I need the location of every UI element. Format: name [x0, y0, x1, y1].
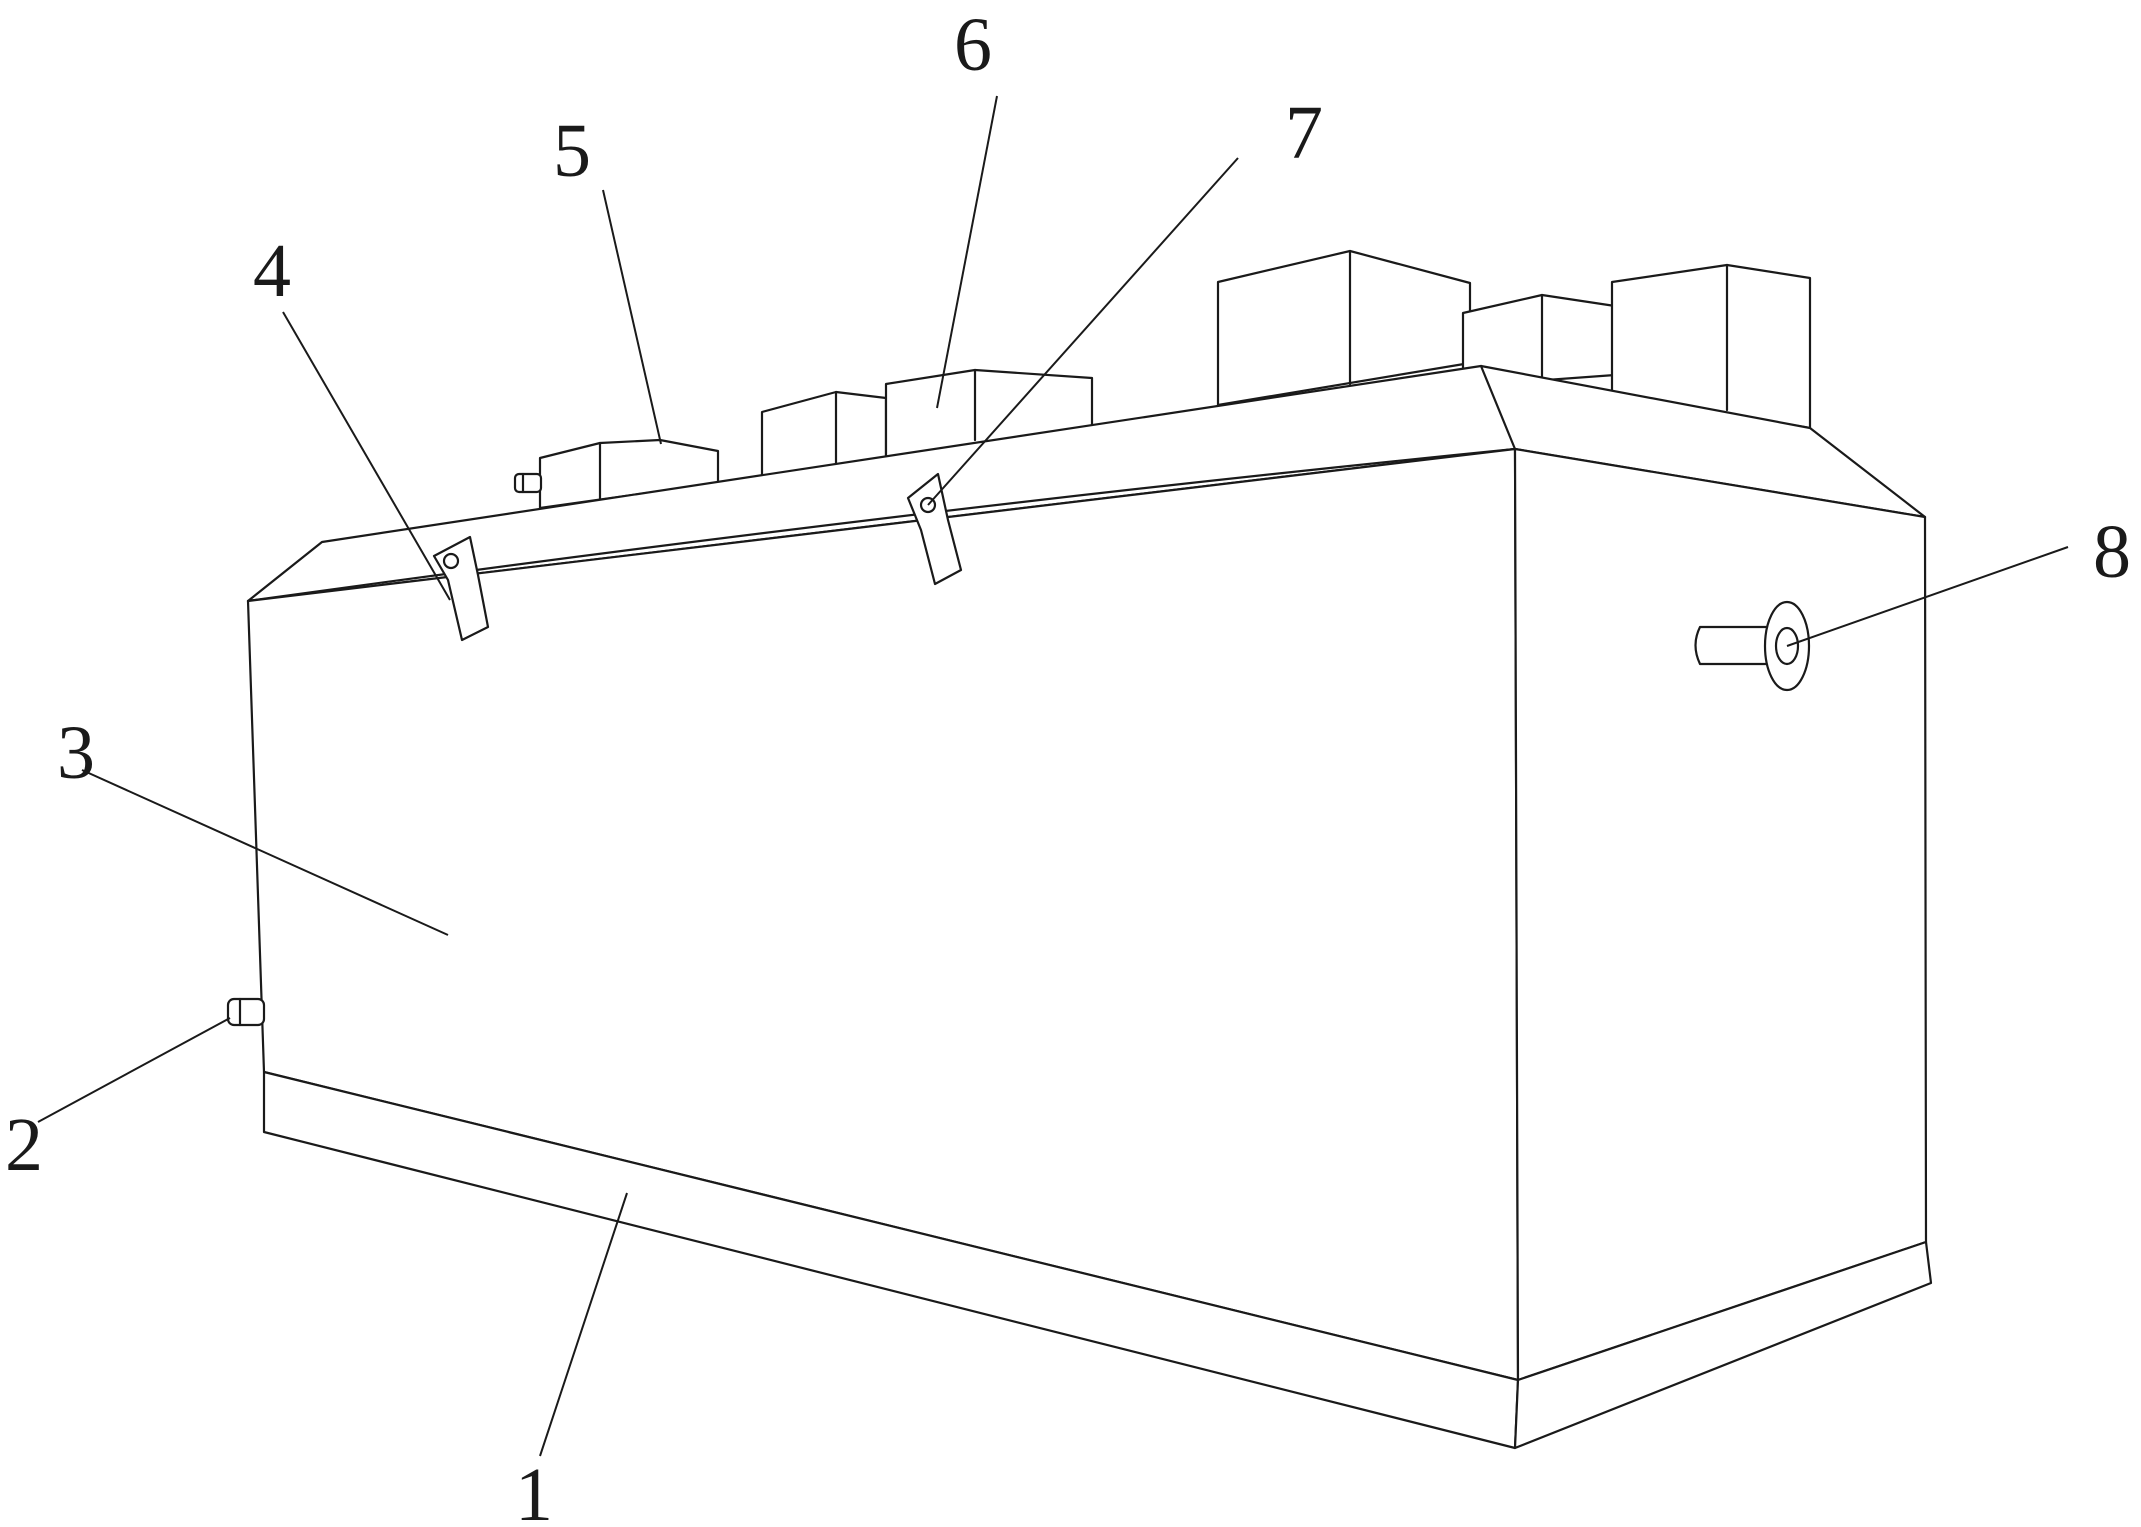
leader-3	[81, 769, 449, 936]
leader-8	[1786, 546, 2069, 647]
label-6: 6	[954, 3, 992, 87]
label-7: 7	[1285, 91, 1323, 175]
leader-2	[37, 1017, 231, 1123]
right-lifting-lug	[906, 472, 963, 586]
left-pipe	[226, 997, 266, 1027]
label-1: 1	[515, 1453, 553, 1527]
label-3: 3	[57, 711, 95, 795]
callout-numbers: 1 2 3 4 5 6 7 8	[5, 3, 2131, 1527]
small-box	[513, 438, 720, 510]
leader-4	[282, 311, 451, 601]
tank-body	[246, 447, 1928, 1382]
leader-5	[602, 189, 662, 445]
leader-lines	[37, 95, 2069, 1457]
leader-1	[539, 1192, 628, 1457]
left-lifting-lug	[432, 535, 490, 642]
leader-6	[936, 95, 998, 409]
label-2: 2	[5, 1103, 43, 1187]
label-8: 8	[2093, 510, 2131, 594]
leader-7	[927, 157, 1239, 506]
large-box-right	[1610, 263, 1812, 430]
top-equipment	[513, 249, 1812, 510]
label-4: 4	[253, 229, 291, 313]
label-5: 5	[553, 109, 591, 193]
base	[262, 1070, 1933, 1450]
middle-box	[760, 368, 1094, 480]
